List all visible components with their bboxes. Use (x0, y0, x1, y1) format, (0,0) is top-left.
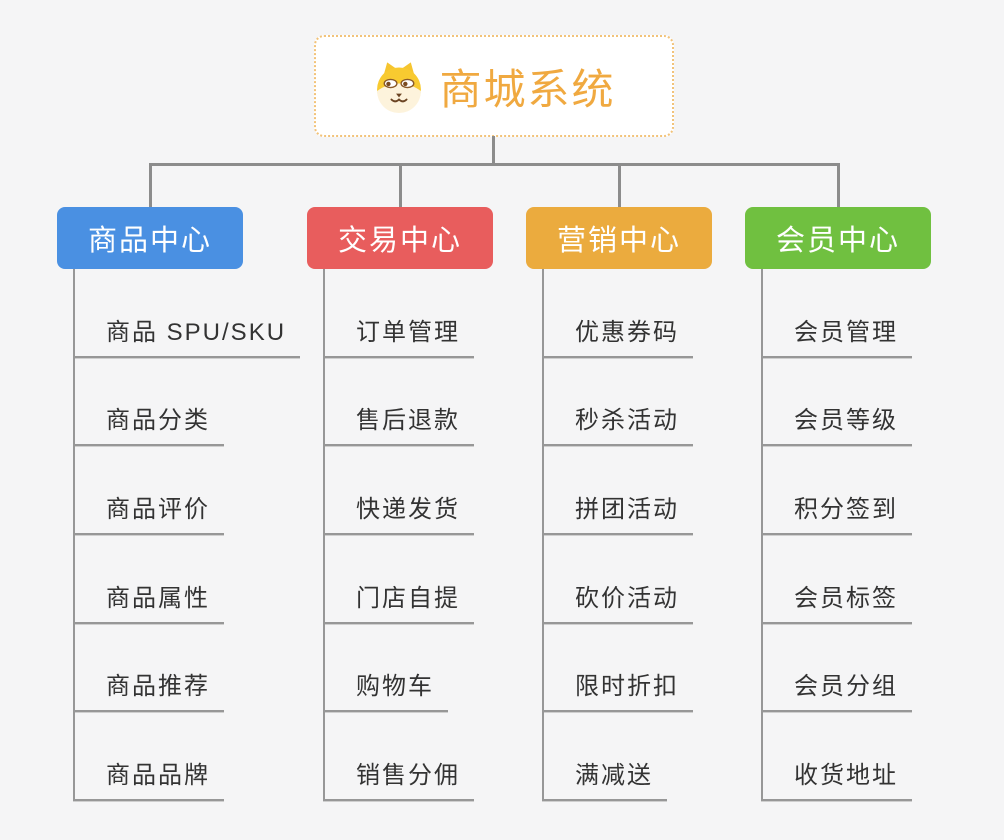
leaf-item: 销售分佣 (323, 712, 557, 802)
connector-drop (837, 163, 840, 209)
connector-spine (323, 269, 325, 801)
branch-column-product: 商品中心 商品 SPU/SKU 商品分类 商品评价 商品属性 商品推荐 商品品牌 (57, 207, 307, 802)
leaf-item: 满减送 (542, 712, 776, 802)
branch-items: 订单管理 售后退款 快递发货 门店自提 购物车 销售分佣 (307, 269, 557, 802)
leaf-node[interactable]: 订单管理 (323, 312, 474, 358)
leaf-node[interactable]: 砍价活动 (542, 578, 693, 624)
connector-spine (761, 269, 763, 801)
leaf-item: 商品分类 (73, 358, 307, 447)
leaf-item: 拼团活动 (542, 446, 776, 536)
branch-column-member: 会员中心 会员管理 会员等级 积分签到 会员标签 会员分组 收货地址 (745, 207, 995, 802)
leaf-node[interactable]: 商品属性 (73, 578, 224, 624)
leaf-item: 会员管理 (761, 269, 995, 358)
root-title: 商城系统 (439, 65, 616, 113)
leaf-item: 积分签到 (761, 446, 995, 536)
dog-face-icon (372, 59, 426, 113)
leaf-item: 会员分组 (761, 624, 995, 713)
connector-drop (618, 163, 621, 209)
branch-node-product[interactable]: 商品中心 (57, 207, 243, 269)
leaf-item: 会员标签 (761, 535, 995, 624)
leaf-item: 商品评价 (73, 446, 307, 536)
leaf-node[interactable]: 商品分类 (73, 400, 224, 447)
connector-horizontal (149, 163, 840, 166)
leaf-node[interactable]: 优惠券码 (542, 312, 693, 358)
leaf-item: 收货地址 (761, 712, 995, 802)
leaf-node[interactable]: 售后退款 (323, 400, 474, 447)
leaf-item: 商品 SPU/SKU (73, 269, 307, 358)
leaf-item: 门店自提 (323, 535, 557, 624)
root-node[interactable]: 商城系统 (314, 35, 674, 137)
branch-node-marketing[interactable]: 营销中心 (526, 207, 712, 269)
connector-drop (399, 163, 402, 209)
leaf-node[interactable]: 商品推荐 (73, 666, 224, 713)
leaf-node[interactable]: 商品品牌 (73, 755, 224, 802)
leaf-node[interactable]: 会员管理 (761, 312, 912, 358)
connector-spine (542, 269, 544, 801)
leaf-item: 会员等级 (761, 358, 995, 447)
leaf-node[interactable]: 快递发货 (323, 489, 474, 536)
branch-items: 会员管理 会员等级 积分签到 会员标签 会员分组 收货地址 (745, 269, 995, 802)
leaf-node[interactable]: 商品评价 (73, 489, 224, 536)
leaf-item: 商品品牌 (73, 712, 307, 802)
leaf-item: 限时折扣 (542, 624, 776, 713)
leaf-node[interactable]: 会员标签 (761, 578, 912, 624)
leaf-node[interactable]: 限时折扣 (542, 666, 693, 713)
leaf-node[interactable]: 拼团活动 (542, 489, 693, 536)
leaf-item: 优惠券码 (542, 269, 776, 358)
leaf-item: 商品推荐 (73, 624, 307, 713)
connector-root-stem (492, 136, 495, 164)
leaf-node[interactable]: 商品 SPU/SKU (73, 312, 301, 358)
leaf-item: 订单管理 (323, 269, 557, 358)
leaf-node[interactable]: 门店自提 (323, 578, 474, 624)
leaf-item: 售后退款 (323, 358, 557, 447)
leaf-item: 购物车 (323, 624, 557, 713)
branch-column-trade: 交易中心 订单管理 售后退款 快递发货 门店自提 购物车 销售分佣 (307, 207, 557, 802)
branch-node-trade[interactable]: 交易中心 (307, 207, 493, 269)
leaf-node[interactable]: 积分签到 (761, 489, 912, 536)
leaf-node[interactable]: 收货地址 (761, 755, 912, 802)
leaf-item: 砍价活动 (542, 535, 776, 624)
branch-column-marketing: 营销中心 优惠券码 秒杀活动 拼团活动 砍价活动 限时折扣 满减送 (526, 207, 776, 802)
leaf-node[interactable]: 购物车 (323, 666, 448, 713)
leaf-node[interactable]: 满减送 (542, 755, 667, 802)
leaf-item: 商品属性 (73, 535, 307, 624)
leaf-node[interactable]: 会员分组 (761, 666, 912, 713)
leaf-node[interactable]: 会员等级 (761, 400, 912, 447)
connector-drop (149, 163, 152, 209)
branch-items: 优惠券码 秒杀活动 拼团活动 砍价活动 限时折扣 满减送 (526, 269, 776, 802)
leaf-node[interactable]: 秒杀活动 (542, 400, 693, 447)
branch-node-member[interactable]: 会员中心 (745, 207, 931, 269)
leaf-item: 快递发货 (323, 446, 557, 536)
leaf-node[interactable]: 销售分佣 (323, 755, 474, 802)
connector-spine (73, 269, 75, 801)
branch-items: 商品 SPU/SKU 商品分类 商品评价 商品属性 商品推荐 商品品牌 (57, 269, 307, 802)
leaf-item: 秒杀活动 (542, 358, 776, 447)
